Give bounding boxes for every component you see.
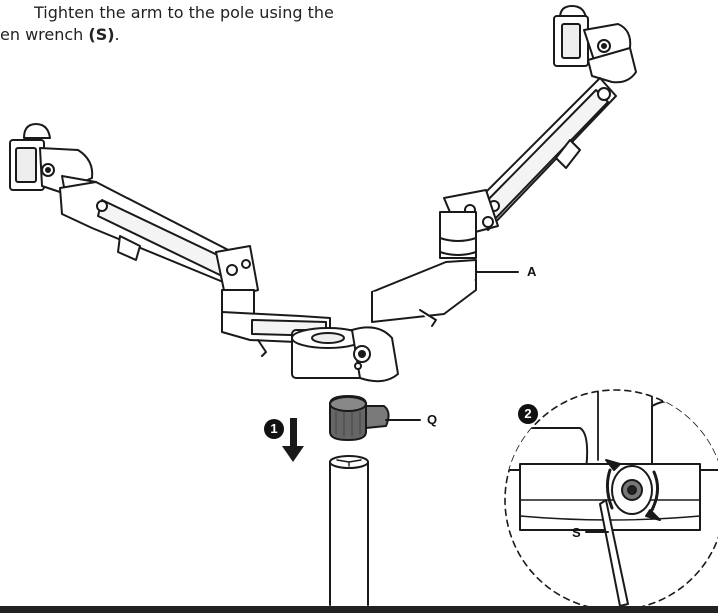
instruction-line-2-text: en wrench (0, 25, 89, 44)
callout-label-arm: A (527, 264, 537, 279)
wrench-reference: (S) (88, 25, 115, 44)
callout-label-wrench: S (572, 525, 581, 540)
down-arrow-icon (282, 418, 304, 462)
right-monitor-mount (553, 5, 637, 84)
instruction-text: Tighten the arm to the pole using the en… (0, 2, 360, 46)
detail-view (504, 389, 718, 611)
central-hub (291, 326, 399, 383)
instruction-line-2: en wrench (S). (0, 24, 360, 46)
instruction-line-1: Tighten the arm to the pole using the (34, 3, 334, 22)
instruction-line-2-period: . (114, 25, 120, 44)
right-lower-arm (371, 259, 477, 327)
callout-label-clamp: Q (427, 412, 438, 427)
left-upper-arm (59, 181, 241, 285)
right-elbow-joint (439, 189, 499, 259)
step-badge-2: 2 (518, 404, 538, 424)
pole-clamp (329, 395, 390, 441)
step-badge-1: 1 (264, 419, 284, 439)
right-upper-arm (465, 77, 617, 231)
bottom-divider (0, 606, 718, 613)
vertical-pole (329, 455, 369, 606)
